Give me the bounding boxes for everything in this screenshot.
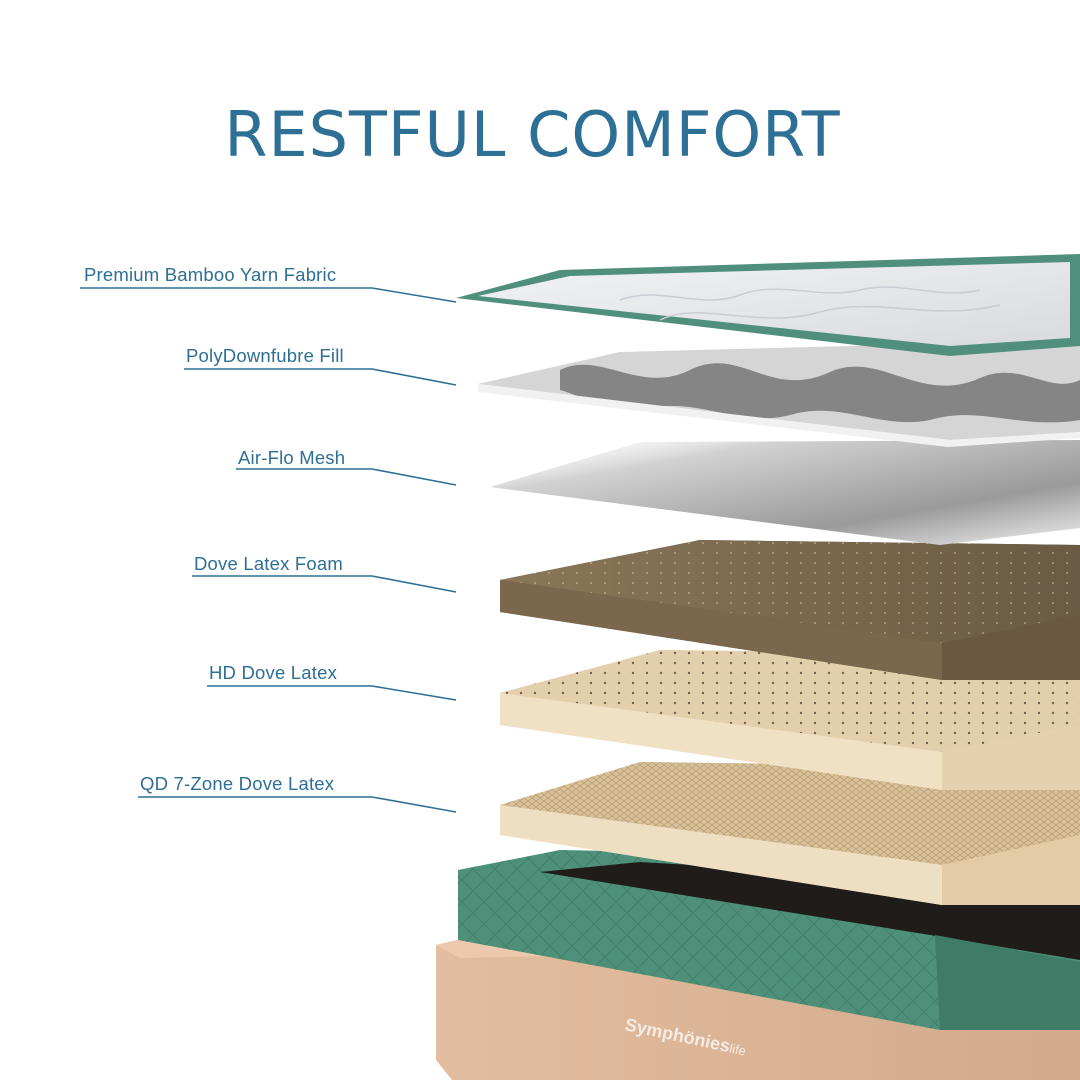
leader-line-bamboo [80,287,457,303]
layer-bamboo-fabric [456,254,1080,356]
leader-line-zone-latex [138,796,457,813]
leader-line-mesh [236,468,457,486]
layer-polydown-fill [478,340,1080,447]
layer-dove-latex-foam [500,540,1080,680]
leader-line-hd-latex [207,685,457,701]
page-title: RESTFUL COMFORT [224,98,841,171]
layer-label-polydown-fill: PolyDownfubre Fill [186,345,344,366]
leader-line-polydown [184,368,457,386]
layer-label-bamboo-fabric: Premium Bamboo Yarn Fabric [84,264,337,285]
layer-label-qd-zone-latex: QD 7-Zone Dove Latex [140,773,335,794]
layer-air-flo-mesh [490,440,1080,545]
layer-label-dove-latex-foam: Dove Latex Foam [194,553,344,574]
layer-label-hd-dove-latex: HD Dove Latex [209,662,338,683]
layer-label-air-flo-mesh: Air-Flo Mesh [238,447,346,468]
leader-lines [80,287,457,813]
leader-line-latex-foam [192,575,457,593]
